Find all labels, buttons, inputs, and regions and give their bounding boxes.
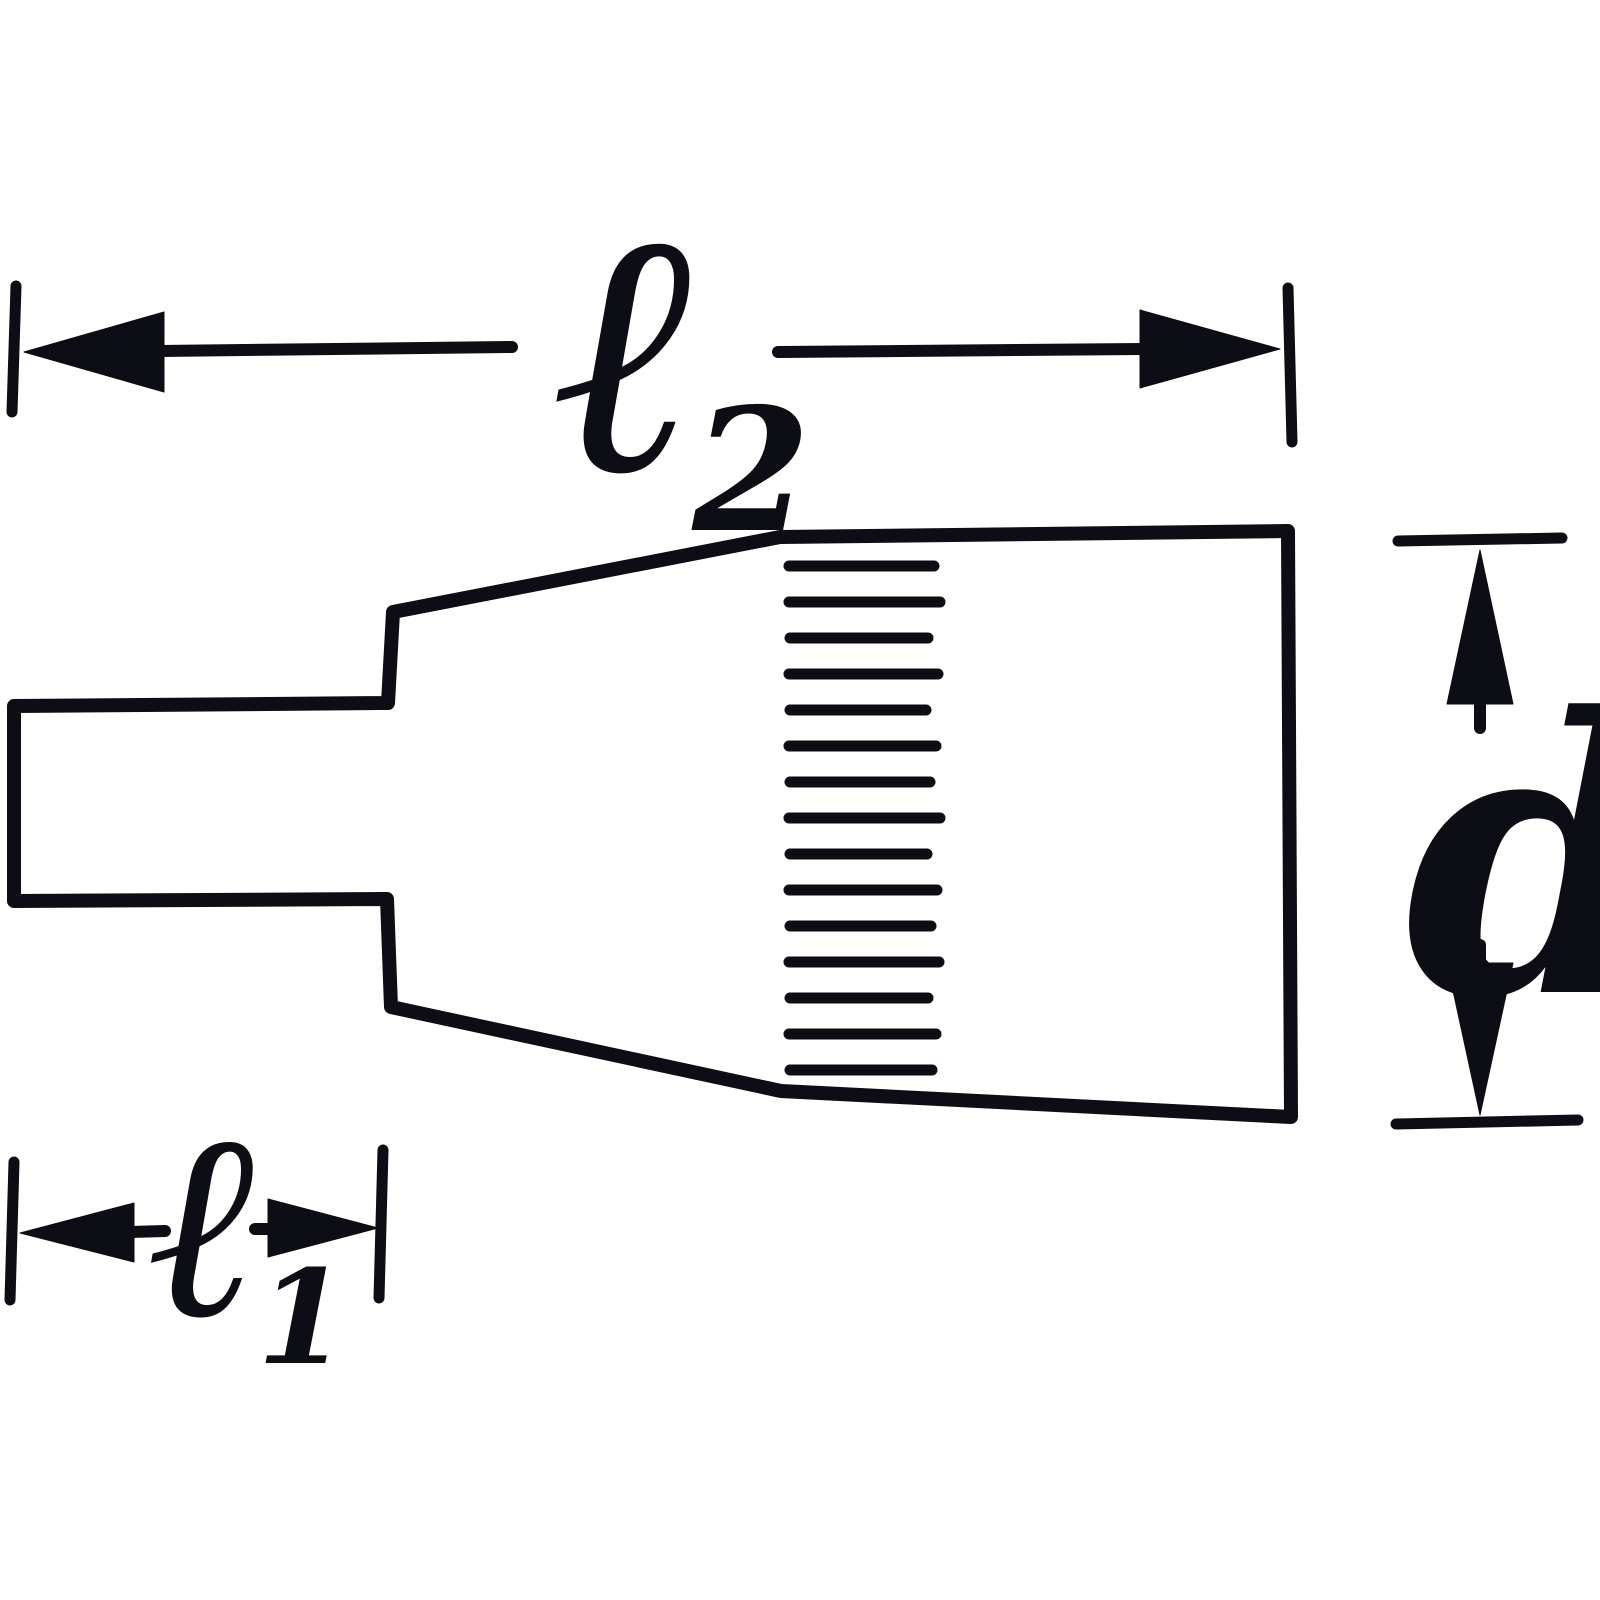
l2-label: ℓ2 xyxy=(555,152,811,571)
d-label: d xyxy=(1405,635,1600,1082)
l1-arrow-right-icon xyxy=(267,1198,379,1258)
l1-arrow-left-icon xyxy=(19,1202,135,1263)
l1-dimension-line-left xyxy=(124,1225,171,1238)
knurling-lines xyxy=(783,560,946,1076)
socket-body-outline xyxy=(7,524,1298,1124)
l1-subscript: 1 xyxy=(257,1241,347,1394)
l2-subscript: 2 xyxy=(691,371,810,571)
d-top-extension-tick xyxy=(1392,532,1568,547)
l2-arrow-left-icon xyxy=(23,311,165,393)
socket-part xyxy=(7,524,1298,1124)
dimension-d: d xyxy=(1390,532,1600,1130)
l2-right-extension-tick xyxy=(1282,282,1298,448)
l1-label: ℓ1 xyxy=(150,1072,348,1394)
l2-left-extension-tick xyxy=(6,280,22,418)
l1-left-extension-tick xyxy=(4,1156,20,1306)
dimension-l1: ℓ1 xyxy=(4,1072,389,1394)
d-bottom-extension-tick xyxy=(1390,1114,1584,1130)
l2-dimension-line-left xyxy=(154,341,518,357)
d-arrow-down-icon xyxy=(1446,962,1514,1116)
dimension-l2: ℓ2 xyxy=(6,152,1298,571)
l2-arrow-right-icon xyxy=(1139,309,1281,389)
l1-right-extension-tick xyxy=(373,1144,389,1304)
l2-dimension-line-right xyxy=(772,343,1148,358)
